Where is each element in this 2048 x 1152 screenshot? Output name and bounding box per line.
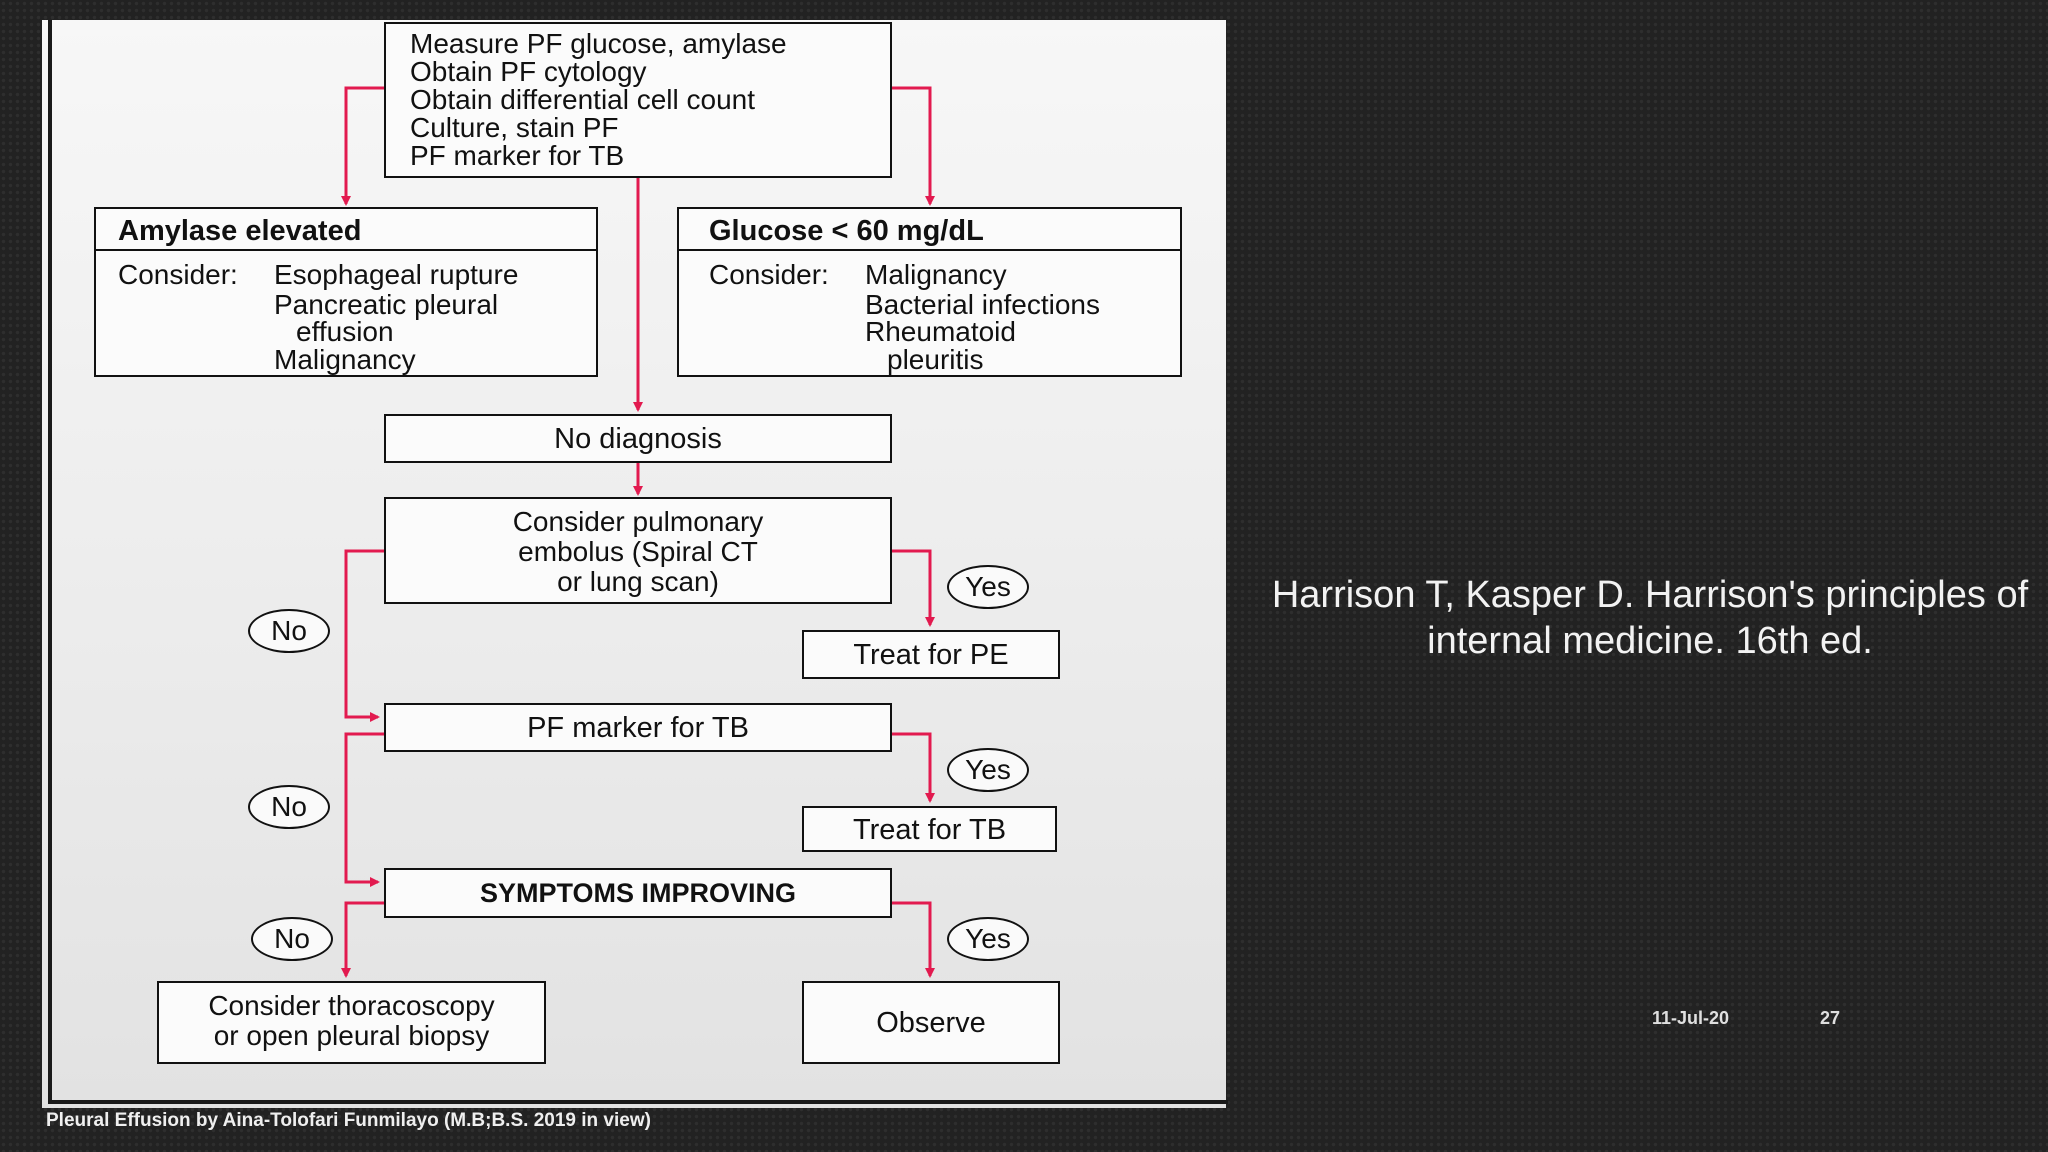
glucose-low-box: Glucose < 60 mg/dL Consider: Malignancy … — [677, 207, 1182, 377]
arrow-tests-to-amylase — [341, 86, 384, 206]
glucose-item: Bacterial infections — [865, 289, 1101, 320]
citation-text: Harrison T, Kasper D. Harrison's princip… — [1271, 574, 2029, 662]
panel-frame-bottom — [48, 1100, 1228, 1104]
symptoms-improving-box: SYMPTOMS IMPROVING — [384, 868, 892, 918]
pulmonary-embolus-box: Consider pulmonary embolus (Spiral CT or… — [384, 497, 892, 604]
no-label-pe: No — [248, 609, 330, 653]
amylase-item: Pancreatic pleural — [274, 289, 499, 320]
no-diagnosis-box: No diagnosis — [384, 414, 892, 463]
tests-line: PF marker for TB — [410, 140, 625, 171]
no-diagnosis-text: No diagnosis — [554, 423, 722, 455]
tests-line: Obtain PF cytology — [410, 56, 647, 87]
amylase-elevated-box: Amylase elevated Consider: Esophageal ru… — [94, 207, 598, 377]
glucose-header-text: Glucose < 60 mg/dL — [709, 215, 984, 247]
treat-tb-text: Treat for TB — [852, 814, 1007, 846]
yes-label-tb: Yes — [947, 748, 1029, 792]
glucose-item: pleuritis — [887, 344, 984, 375]
no-label-tb: No — [248, 785, 330, 829]
treat-tb-box: Treat for TB — [802, 806, 1057, 852]
glucose-header: Glucose < 60 mg/dL — [679, 209, 1180, 251]
slide-date: 11-Jul-20 — [1652, 1008, 1730, 1028]
treat-pe-text: Treat for PE — [853, 639, 1009, 671]
glucose-consider-label: Consider: — [709, 259, 829, 290]
thoracoscopy-line: or open pleural biopsy — [213, 1020, 490, 1051]
thoracoscopy-line: Consider thoracoscopy — [208, 990, 495, 1021]
observe-text: Observe — [876, 1007, 986, 1039]
arrow-tb-yes — [892, 732, 935, 803]
no-label-symptoms: No — [251, 917, 333, 961]
initial-tests-box: Measure PF glucose, amylase Obtain PF cy… — [384, 22, 892, 178]
arrow-tb-no — [344, 732, 384, 887]
glucose-item: Malignancy — [865, 259, 1007, 290]
glucose-item: Rheumatoid — [865, 316, 1016, 347]
arrow-pe-yes — [892, 549, 935, 627]
amylase-item: Esophageal rupture — [274, 259, 519, 290]
treat-pe-box: Treat for PE — [802, 630, 1060, 679]
panel-frame-left — [48, 20, 52, 1104]
slide-footer: Pleural Effusion by Aina-Tolofari Funmil… — [46, 1110, 651, 1131]
amylase-header: Amylase elevated — [96, 209, 596, 251]
arrow-symptoms-no — [341, 901, 384, 978]
tb-marker-text: PF marker for TB — [527, 712, 749, 744]
pe-line: embolus (Spiral CT — [518, 536, 758, 567]
tests-line: Measure PF glucose, amylase — [410, 28, 787, 59]
tests-line: Obtain differential cell count — [410, 84, 756, 115]
symptoms-improving-text: SYMPTOMS IMPROVING — [479, 878, 797, 908]
amylase-consider-label: Consider: — [118, 259, 238, 290]
yes-label-pe: Yes — [947, 565, 1029, 609]
observe-box: Observe — [802, 981, 1060, 1064]
amylase-item: effusion — [296, 316, 394, 347]
pe-line: Consider pulmonary — [512, 506, 764, 537]
amylase-header-text: Amylase elevated — [118, 215, 362, 247]
arrow-pe-no — [344, 549, 384, 722]
tb-marker-box: PF marker for TB — [384, 703, 892, 752]
thoracoscopy-box: Consider thoracoscopy or open pleural bi… — [157, 981, 546, 1064]
amylase-item: Malignancy — [274, 344, 416, 375]
arrow-tests-to-glucose — [892, 86, 935, 206]
tests-line: Culture, stain PF — [410, 112, 619, 143]
slide-number: 27 — [1820, 1008, 1841, 1028]
arrow-symptoms-yes — [892, 901, 935, 978]
yes-label-symptoms: Yes — [947, 917, 1029, 961]
pe-line: or lung scan) — [557, 566, 719, 597]
